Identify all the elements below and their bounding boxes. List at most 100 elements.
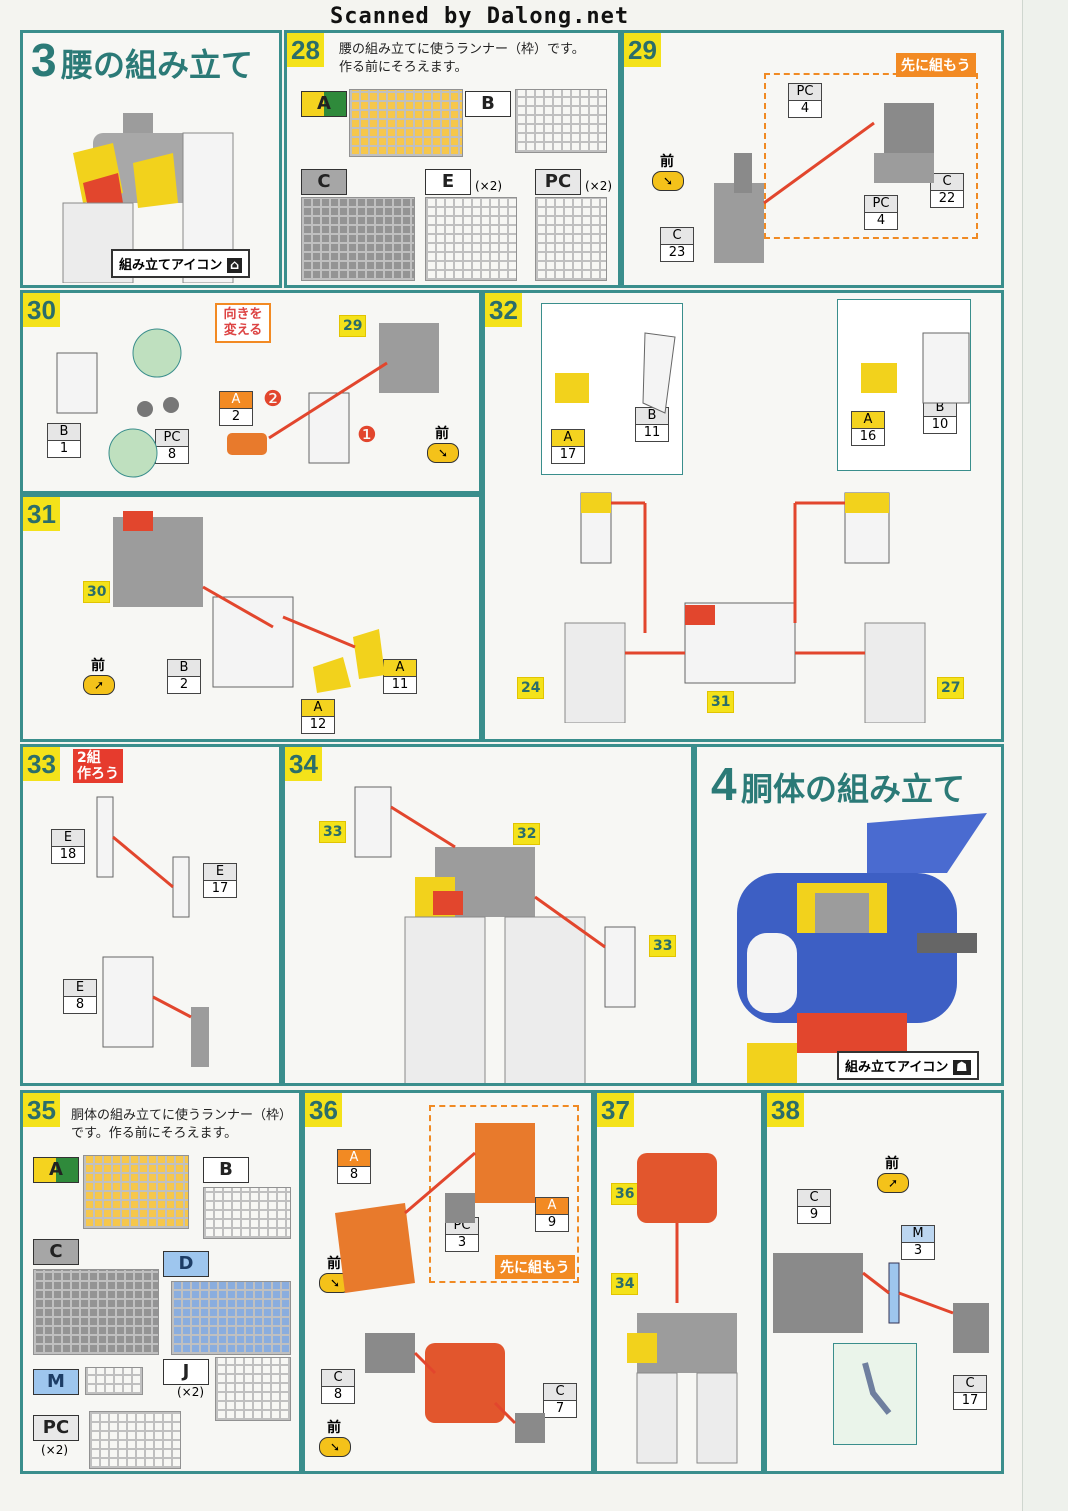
- section4-number: 4: [711, 758, 737, 810]
- tag-number: 18: [59, 847, 77, 862]
- step38-illustration: [773, 1253, 989, 1415]
- step33-illustration: [96, 796, 209, 1067]
- tag-number: 8: [349, 1167, 359, 1182]
- runner-B-label: B: [465, 91, 511, 117]
- tag-runner: A: [220, 392, 252, 409]
- step34-illustration: [354, 786, 636, 1083]
- badge-line1: 2組: [77, 750, 101, 766]
- note-line1: 胴体の組み立てに使うランナー（枠）: [71, 1108, 293, 1123]
- runner-M-illustration: [85, 1367, 143, 1395]
- scan-credit: Scanned by Dalong.net: [330, 4, 630, 29]
- runner-E-illustration: [425, 197, 517, 281]
- runner-B-label: B: [203, 1157, 249, 1183]
- front-arrow-icon: ➘: [652, 171, 684, 191]
- front-label: 前: [327, 1256, 341, 1272]
- tag-runner: PC: [789, 84, 821, 101]
- step-number: 30: [23, 293, 60, 327]
- runner-PC-label: PC: [33, 1415, 79, 1441]
- section3-title: 3 腰の組み立て: [31, 33, 253, 87]
- tag-runner: E: [52, 830, 84, 847]
- step-ref-31: 31: [707, 691, 735, 713]
- step37-panel: 37 36 34: [594, 1090, 764, 1474]
- section3-panel: 3 腰の組み立て 組み立てアイコン ⌂: [20, 30, 282, 288]
- runner-J-multiplier: (×2): [177, 1385, 205, 1399]
- tag-number: 12: [309, 717, 327, 732]
- tag-number: 3: [913, 1243, 923, 1258]
- tag-runner: M: [902, 1226, 934, 1243]
- front-arrow-icon: ➚: [877, 1173, 909, 1193]
- tag-runner: PC: [156, 430, 188, 447]
- front-label: 前: [435, 426, 449, 442]
- step35-panel: 35 胴体の組み立てに使うランナー（枠） です。作る前にそろえます。 A B C…: [20, 1090, 302, 1474]
- runner-PC-label: PC: [535, 169, 581, 195]
- step-ref-33: 33: [319, 821, 347, 843]
- front-label: 前: [885, 1156, 899, 1172]
- torso-icon: ☗: [952, 1060, 971, 1075]
- tag-number: 17: [961, 1393, 979, 1408]
- assembly-icon-label: 組み立てアイコン ☗: [837, 1051, 979, 1080]
- step36-illustration: [335, 1123, 545, 1443]
- runner-A-illustration: [349, 89, 463, 157]
- runner-M-label: M: [33, 1369, 79, 1395]
- tag-runner: B: [924, 400, 956, 417]
- make-two-badge: 2組 作ろう: [73, 749, 123, 783]
- runner-D-illustration: [171, 1281, 291, 1355]
- page-edge-strip: [1022, 0, 1068, 1511]
- step-number: 33: [23, 747, 60, 781]
- step31-illustration: [113, 511, 385, 693]
- tag-runner: A: [552, 430, 584, 447]
- step-ref-32: 32: [513, 823, 541, 845]
- runner-B-illustration: [203, 1187, 291, 1239]
- tag-runner: C: [798, 1190, 830, 1207]
- front-indicator: 前➘: [652, 151, 684, 191]
- tag-number: 11: [391, 677, 409, 692]
- torso-illustration: [737, 813, 987, 1083]
- runner-PC-illustration: [89, 1411, 181, 1469]
- step34-panel: 34 33 32 33: [282, 744, 694, 1086]
- tag-runner: A: [384, 660, 416, 677]
- runner-A-illustration: [83, 1155, 189, 1229]
- front-indicator: 前➘: [427, 423, 459, 463]
- section4-title: 4 胴体の組み立て: [711, 757, 965, 811]
- runner-C-illustration: [301, 197, 415, 281]
- front-indicator: 前➚: [83, 655, 115, 695]
- tag-runner: C: [322, 1370, 354, 1387]
- section4-heading: 胴体の組み立て: [741, 771, 966, 807]
- runner-PC-illustration: [535, 197, 607, 281]
- section4-panel: 4 胴体の組み立て 組み立てアイコン ☗: [694, 744, 1004, 1086]
- assembly-icon-text: 組み立てアイコン: [119, 258, 223, 273]
- runner-J-illustration: [215, 1357, 291, 1421]
- waist-icon: ⌂: [226, 258, 243, 273]
- tag-runner: C: [931, 174, 963, 191]
- front-arrow-icon: ➚: [83, 675, 115, 695]
- tag-number: 10: [931, 417, 949, 432]
- step-number: 29: [624, 33, 661, 67]
- tag-runner: B: [168, 660, 200, 677]
- tag-number: 7: [555, 1401, 565, 1416]
- tag-number: 4: [800, 101, 810, 116]
- step-ref-24: 24: [517, 677, 545, 699]
- tag-runner: A: [852, 412, 884, 429]
- front-indicator: 前➚: [877, 1153, 909, 1193]
- order-marker-1: ❶: [357, 423, 377, 448]
- step-number: 32: [485, 293, 522, 327]
- step-number: 36: [305, 1093, 342, 1127]
- tag-number: 3: [457, 1235, 467, 1250]
- badge-line2: 作ろう: [77, 766, 119, 782]
- step-ref-34: 34: [611, 1273, 639, 1295]
- step-number: 37: [597, 1093, 634, 1127]
- order-marker-2: ❷: [263, 387, 283, 412]
